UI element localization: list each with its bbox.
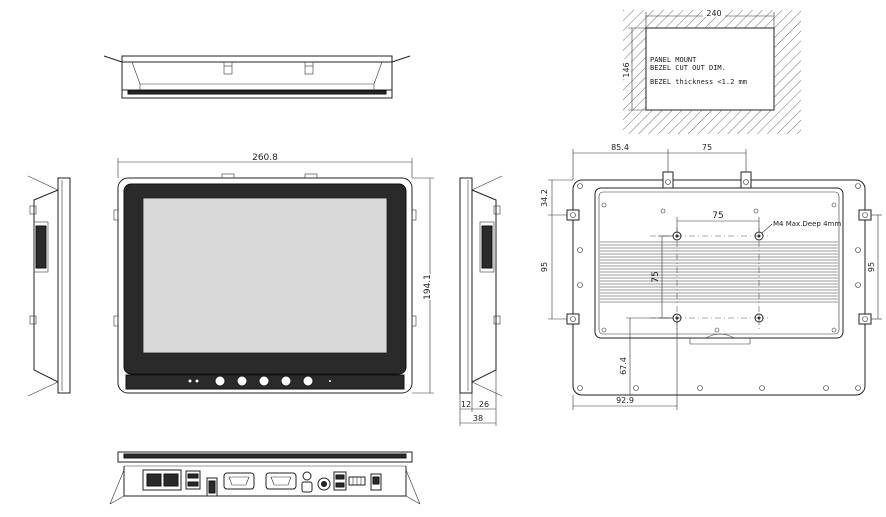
top-view-bracket-right xyxy=(304,61,314,75)
rear-dim-top-75-label: 75 xyxy=(702,143,712,152)
right-side-view: 12 26 38 xyxy=(459,175,503,426)
rear-dim-92-label: 92.9 xyxy=(616,396,634,405)
serial-port-2 xyxy=(265,472,297,490)
side-dim-26-label: 26 xyxy=(479,400,489,409)
front-button-2 xyxy=(236,375,248,387)
rear-view: 85.4 75 34.2 95 95 75 75 M4 Max.Deep 4mm… xyxy=(540,143,882,410)
left-side-view xyxy=(27,175,71,397)
rear-dim-right-95-label: 95 xyxy=(867,262,876,272)
usb-ports-2 xyxy=(333,471,347,491)
lan-ports xyxy=(142,469,182,491)
vesa-horizontal-label: 75 xyxy=(712,211,723,221)
usb-ports-1 xyxy=(185,470,201,490)
rear-dim-left-95-label: 95 xyxy=(540,262,549,272)
rear-dim-85-label: 85.4 xyxy=(611,143,629,152)
dc-power-jack xyxy=(301,471,313,493)
side-dim-38-label: 38 xyxy=(473,414,483,423)
vesa-vertical-label: 75 xyxy=(651,271,661,282)
front-button-4 xyxy=(280,375,292,387)
cutout-opening xyxy=(645,27,775,111)
front-width-label: 260.8 xyxy=(252,153,278,163)
front-button-5 xyxy=(302,375,314,387)
side-dim-12-label: 12 xyxy=(461,400,471,409)
cutout-note-line3: BEZEL thickness <1.2 mm xyxy=(650,78,747,86)
power-switch xyxy=(370,473,382,491)
terminal-block xyxy=(348,476,366,486)
audio-jack xyxy=(317,477,331,491)
cutout-width-label: 240 xyxy=(706,9,721,18)
front-view: 260.8 194.1 xyxy=(113,152,434,394)
top-view-bracket-left xyxy=(223,61,233,75)
front-height-label: 194.1 xyxy=(423,274,433,300)
serial-port-1 xyxy=(223,472,255,490)
rear-heatsink-fins xyxy=(600,241,838,303)
front-button-1 xyxy=(214,375,226,387)
rear-dim-67-label: 67.4 xyxy=(619,357,628,375)
led-indicator-1 xyxy=(187,378,193,384)
front-screen xyxy=(142,197,388,354)
rear-dim-34-label: 34.2 xyxy=(540,189,549,207)
cutout-note-line2: BEZEL CUT OUT DIM. xyxy=(650,64,726,72)
hdmi-port xyxy=(206,477,218,497)
screw-spec-note: M4 Max.Deep 4mm xyxy=(773,220,841,228)
cutout-note-line1: PANEL MOUNT xyxy=(650,56,697,64)
cutout-diagram: 240 146 PANEL MOUNT BEZEL CUT OUT DIM. B… xyxy=(621,8,801,134)
led-indicator-2 xyxy=(194,378,200,384)
cutout-height-label: 146 xyxy=(622,62,631,77)
vesa-holes xyxy=(672,231,764,323)
front-button-3 xyxy=(258,375,270,387)
top-view xyxy=(103,55,411,99)
bottom-view xyxy=(109,451,421,505)
